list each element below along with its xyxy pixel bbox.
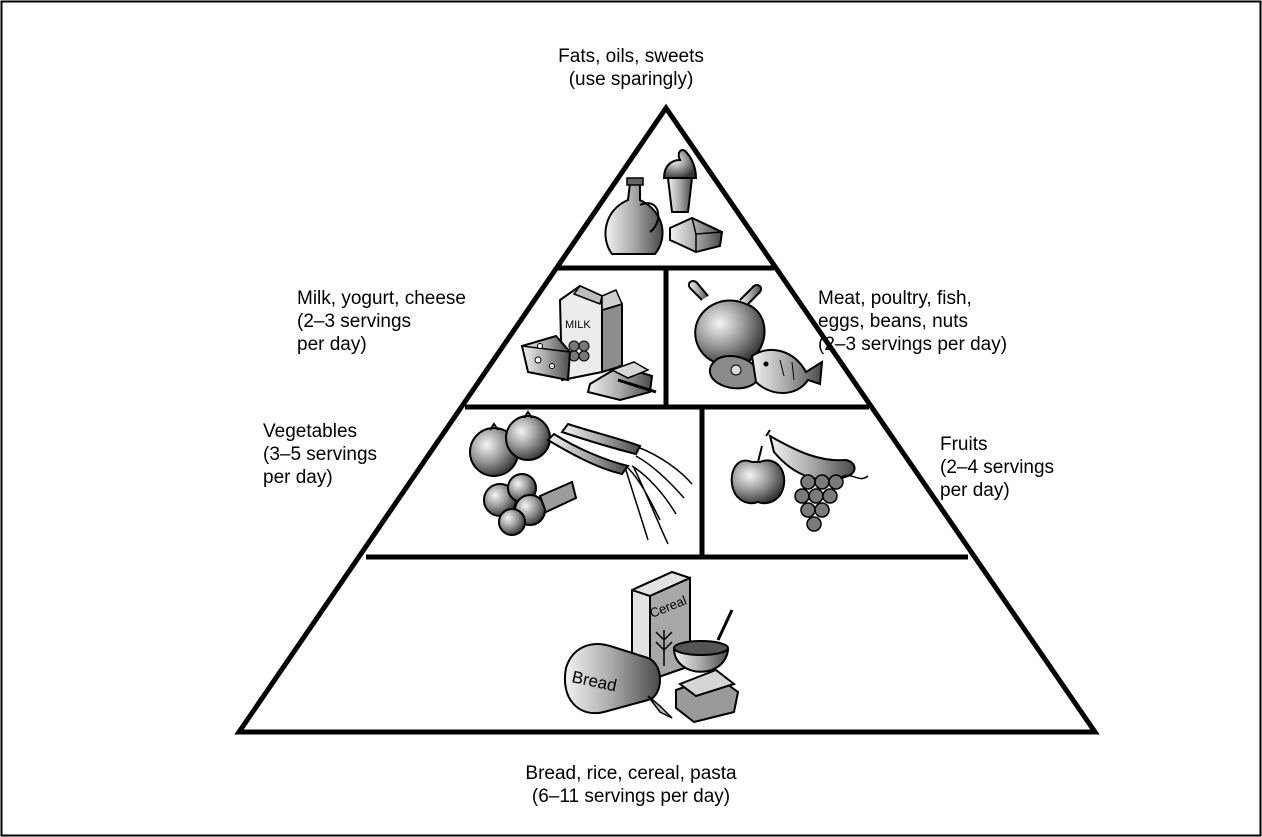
apple-icon xyxy=(730,445,786,505)
fats-oils-sweets-serving: (use sparingly) xyxy=(568,69,694,90)
vegetables-illustration xyxy=(469,410,693,545)
banana-icon xyxy=(765,429,856,481)
cereal-bowl-icon xyxy=(672,609,734,673)
butter-stick-icon xyxy=(669,216,724,254)
milk-group-title: Milk, yogurt, cheese xyxy=(297,288,466,309)
ice-cream-cone-icon xyxy=(662,149,698,213)
butter-dish-icon xyxy=(586,361,657,402)
bread-cereal-label: Bread, rice, cereal, pasta (6–11 serving… xyxy=(480,762,782,808)
bread-cereal-title: Bread, rice, cereal, pasta xyxy=(525,763,737,784)
milk-group-illustration: MILK xyxy=(520,284,657,402)
milk-group-serving-1: (2–3 servings xyxy=(297,311,412,332)
roast-chicken-icon xyxy=(688,280,766,367)
fats-oils-sweets-label: Fats, oils, sweets (use sparingly) xyxy=(531,45,731,91)
meat-group-title-1: Meat, poultry, fish, xyxy=(818,288,972,309)
meat-group-label: Meat, poultry, fish, eggs, beans, nuts (… xyxy=(818,287,1007,356)
meat-group-illustration xyxy=(688,280,824,394)
bread-slices-icon xyxy=(675,668,740,724)
fats-oils-sweets-title: Fats, oils, sweets xyxy=(558,46,704,67)
carrot-icon xyxy=(546,422,693,545)
fish-icon xyxy=(750,348,824,394)
fruits-illustration xyxy=(730,429,869,532)
vegetables-serving-2: per day) xyxy=(263,467,333,488)
fruits-serving-1: (2–4 servings xyxy=(940,457,1055,478)
milk-carton-label: MILK xyxy=(565,319,591,331)
milk-group-serving-2: per day) xyxy=(297,334,367,355)
pyramid-outline xyxy=(234,103,1100,735)
bread-loaf-icon: Bread xyxy=(563,643,673,719)
fruits-label: Fruits (2–4 servings per day) xyxy=(940,433,1054,502)
bread-cereal-serving: (6–11 servings per day) xyxy=(531,786,731,807)
vegetables-label: Vegetables (3–5 servings per day) xyxy=(263,420,377,489)
meat-group-title-2: eggs, beans, nuts xyxy=(818,311,968,332)
tomato-icon xyxy=(469,410,551,477)
bread-cereal-illustration: Cereal Bread xyxy=(563,570,740,724)
fruits-title: Fruits xyxy=(940,434,988,455)
meat-group-serving: (2–3 servings per day) xyxy=(818,334,1008,355)
milk-group-label: Milk, yogurt, cheese (2–3 servings per d… xyxy=(297,287,466,356)
vegetables-title: Vegetables xyxy=(263,421,358,442)
grapes-icon xyxy=(794,474,869,532)
cheese-wedge-icon xyxy=(520,334,572,382)
steak-icon xyxy=(708,355,760,390)
fruits-serving-2: per day) xyxy=(940,480,1010,501)
broccoli-icon xyxy=(483,473,578,536)
fats-oils-sweets-illustration xyxy=(604,149,724,255)
oil-bottle-icon xyxy=(604,177,664,255)
vegetables-serving-1: (3–5 servings xyxy=(263,444,378,465)
